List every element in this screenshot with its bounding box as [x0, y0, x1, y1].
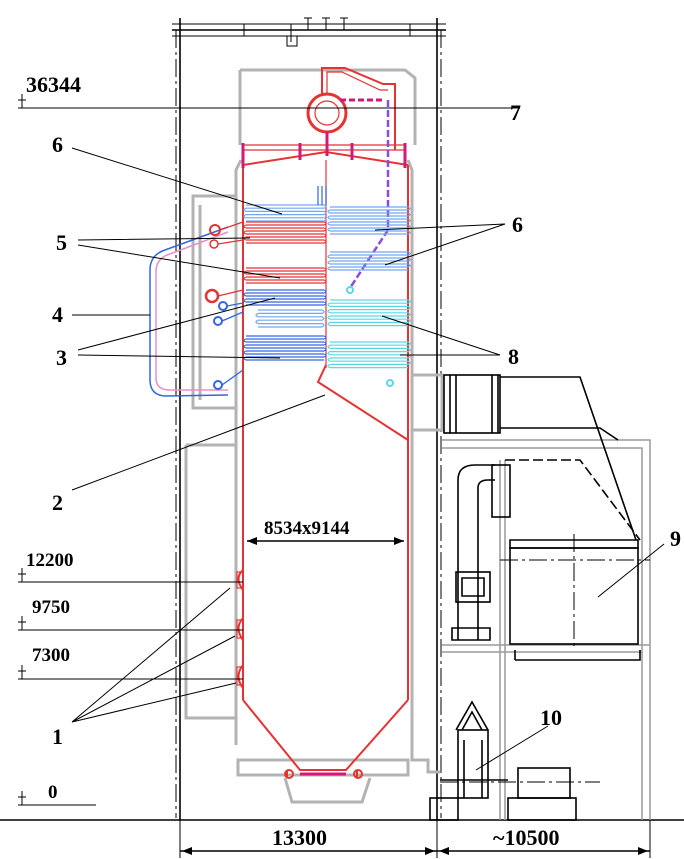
callout-2: 2: [52, 490, 63, 515]
callout-6-left: 6: [52, 132, 63, 157]
callout-1: 1: [52, 724, 63, 749]
superheater-bank-top-left: [243, 204, 327, 222]
steam-drum: [306, 67, 396, 289]
elevation-12200: 12200: [26, 550, 74, 571]
reheater-bank-lower: [243, 267, 327, 284]
superheater-coils: [243, 186, 411, 361]
fan-assembly: [429, 700, 600, 821]
callout-10: 10: [540, 705, 562, 730]
boiler-width-dimension: 13300: [272, 825, 327, 850]
bottom-dimension-lines: [179, 820, 651, 858]
aux-width-dimension: ~10500: [493, 825, 559, 850]
coil-headers: [204, 221, 394, 390]
vertical-duct: [451, 464, 511, 641]
elevation-0: 0: [48, 782, 58, 803]
elevation-7300: 7300: [32, 645, 70, 666]
furnace-water-walls: [241, 143, 409, 779]
callout-8: 8: [508, 344, 519, 369]
furnace-section-dimension: 8534x9144: [264, 518, 350, 539]
flue-duct: [443, 374, 641, 541]
reheater-bank-upper: [243, 221, 327, 244]
superheater-bank-gap: [255, 309, 325, 328]
burners: [236, 569, 244, 689]
superheater-bank-top-right: [327, 206, 411, 235]
precipitator: [500, 534, 650, 661]
elevation-markers: [18, 94, 520, 806]
callout-7: 7: [510, 100, 521, 125]
superheater-bank-low-left: [243, 335, 327, 361]
elevation-36344: 36344: [26, 72, 81, 97]
superheater-bank-mid-left: [243, 289, 327, 306]
boiler-casing: [184, 68, 651, 820]
leader-lines: [71, 147, 665, 771]
callout-3: 3: [56, 345, 67, 370]
downcomer-loop: [149, 226, 229, 397]
callout-6-right: 6: [512, 212, 523, 237]
callout-5: 5: [56, 230, 67, 255]
air-heater-coils: [327, 299, 411, 369]
callout-9: 9: [670, 526, 681, 551]
air-heater-bank-upper: [327, 299, 411, 327]
elevation-9750: 9750: [32, 597, 70, 618]
superheater-bank-mid-right: [327, 251, 411, 271]
air-heater-bank-lower: [327, 341, 411, 369]
callout-4: 4: [52, 302, 63, 327]
section-dimension-line: [247, 537, 404, 545]
building-frame: [0, 17, 684, 821]
